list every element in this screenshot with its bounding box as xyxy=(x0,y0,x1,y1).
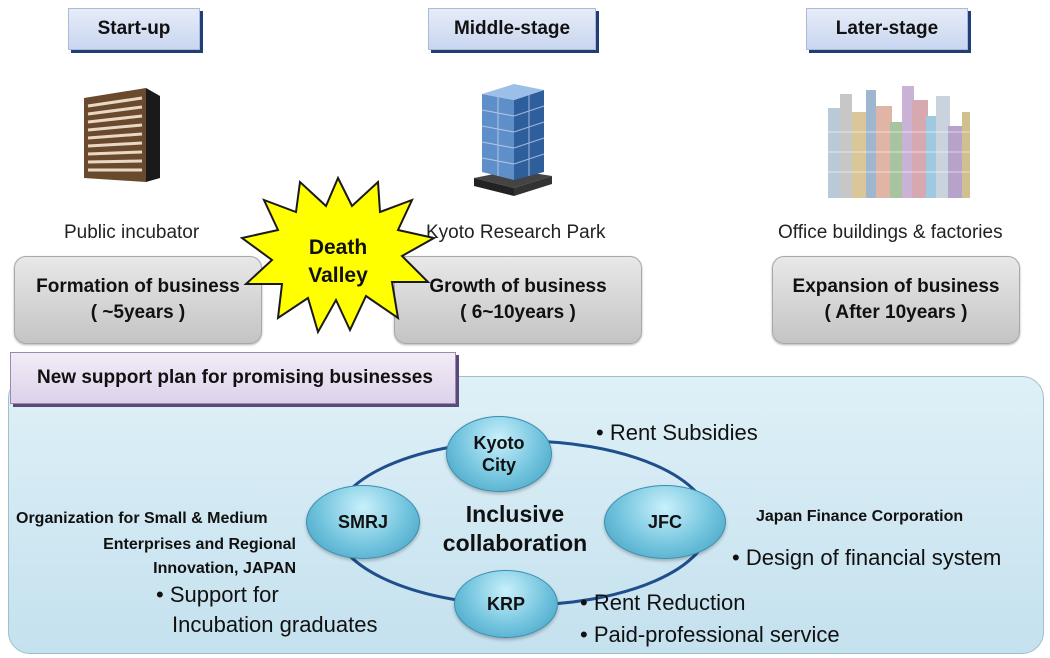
bullet-support-incubation-cont: Incubation graduates xyxy=(172,612,378,637)
node-krp: KRP xyxy=(454,570,558,638)
stage-box-period: ( ~5years ) xyxy=(90,302,186,323)
bullet-financial-system: • Design of financial system xyxy=(732,545,1002,570)
node-jfc: JFC xyxy=(604,485,726,559)
death-valley-line1: Death xyxy=(309,236,367,259)
org-smrj-line3: Innovation, JAPAN xyxy=(153,560,296,577)
stage-box-period: ( 6~10years ) xyxy=(460,302,576,323)
org-smrj-line2: Enterprises and Regional xyxy=(103,536,296,553)
caption-office-buildings: Office buildings & factories xyxy=(778,222,1003,243)
node-label: SMRJ xyxy=(337,512,388,532)
stage-label-later: Later-stage xyxy=(806,8,968,50)
caption-kyoto-research-park: Kyoto Research Park xyxy=(426,222,606,243)
bullet-rent-reduction: • Rent Reduction xyxy=(580,590,746,615)
node-label: Kyoto xyxy=(473,433,525,453)
stage-box-expansion: Expansion of business ( After 10years ) xyxy=(772,256,1020,344)
stage-box-growth: Growth of business ( 6~10years ) xyxy=(394,256,642,344)
node-smrj: SMRJ xyxy=(306,485,420,559)
inclusive-collaboration-text: Inclusive collaboration xyxy=(440,500,590,558)
stage-box-title: Expansion of business xyxy=(792,276,1000,297)
node-label: KRP xyxy=(486,594,525,614)
incubator-building-icon xyxy=(84,88,160,182)
center-line2: collaboration xyxy=(442,530,588,556)
death-valley-burst: Death Valley xyxy=(239,175,437,335)
org-japan-finance-corporation: Japan Finance Corporation xyxy=(756,508,964,525)
stage-box-formation: Formation of business ( ~5years ) xyxy=(14,256,262,344)
support-plan-label: New support plan for promising businesse… xyxy=(10,352,456,404)
bullet-rent-subsidies: • Rent Subsidies xyxy=(596,420,758,445)
stage-box-title: Formation of business xyxy=(36,276,240,297)
death-valley-line2: Valley xyxy=(308,264,368,287)
stage-box-period: ( After 10years ) xyxy=(824,302,968,323)
node-label: JFC xyxy=(647,512,682,532)
caption-public-incubator: Public incubator xyxy=(64,222,200,243)
org-smrj-line1: Organization for Small & Medium xyxy=(16,510,268,527)
stage-label-middle: Middle-stage xyxy=(428,8,596,50)
stage-label-startup: Start-up xyxy=(68,8,200,50)
bullet-support-incubation: • Support for xyxy=(156,582,279,607)
node-kyoto-city: Kyoto City xyxy=(446,416,552,492)
research-park-tower-icon xyxy=(474,84,552,196)
bullet-paid-service: • Paid-professional service xyxy=(580,622,840,647)
city-skyline-icon xyxy=(828,86,970,198)
node-label: City xyxy=(481,455,516,475)
stage-box-title: Growth of business xyxy=(429,276,607,297)
center-line1: Inclusive xyxy=(465,501,565,527)
